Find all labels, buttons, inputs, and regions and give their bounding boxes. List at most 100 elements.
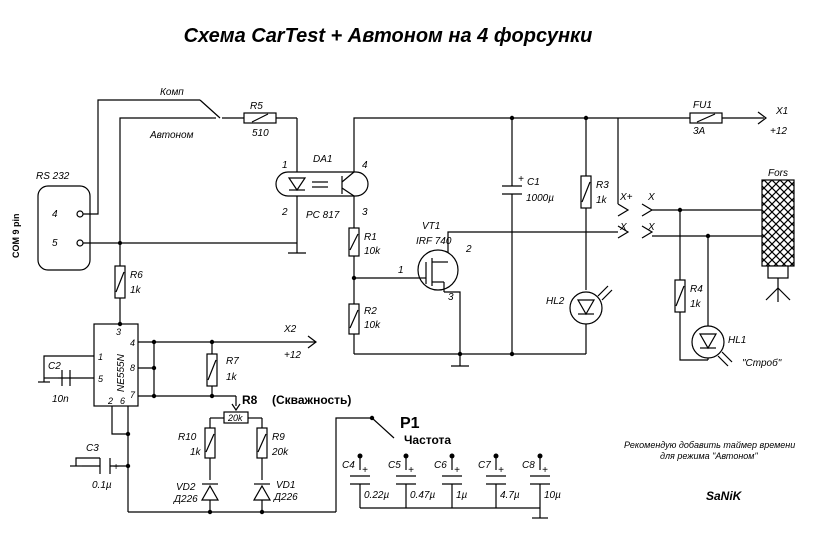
hl1-note: "Строб" <box>742 357 782 369</box>
optocoupler-da1: DA1 PC 817 1 2 3 4 <box>275 154 369 221</box>
mosfet-vt1: VT1 IRF 740 1 2 3 <box>398 221 472 303</box>
ic-pin-3: 3 <box>116 327 121 337</box>
c1-value: 1000µ <box>526 193 554 204</box>
rs232-connector: RS 232 4 5 COM 9 pin <box>11 171 91 271</box>
switch-label-avtonom: Автоном <box>149 130 194 141</box>
fors-label: Fors <box>768 168 788 179</box>
c1-plus: + <box>518 174 524 185</box>
r3-value: 1k <box>596 195 608 206</box>
resistor-r3: R3 1k <box>580 175 609 209</box>
diode-vd2: VD2 Д226 <box>173 482 220 505</box>
led-hl2: HL2 <box>546 285 613 325</box>
r1-name: R1 <box>364 232 377 243</box>
resistor-r1: R1 10k <box>348 227 381 257</box>
resistor-r2: R2 10k <box>348 303 381 335</box>
cap-plus-sign: + <box>454 465 460 476</box>
vt1-name: VT1 <box>422 221 440 232</box>
fu1-name: FU1 <box>693 100 712 111</box>
ic-pin-1: 1 <box>98 352 103 362</box>
x2-name: X2 <box>283 324 297 335</box>
r8-name: R8 <box>242 393 258 407</box>
c2-name: C2 <box>48 361 61 372</box>
cap-value-c5: 0.47µ <box>410 490 435 501</box>
rs232-label: RS 232 <box>36 171 70 182</box>
c3-name: C3 <box>86 443 99 454</box>
ic-pin-5: 5 <box>98 374 104 384</box>
c2-value: 10n <box>52 394 69 405</box>
fu1-value: 3A <box>693 126 706 137</box>
vd2-part: Д226 <box>173 494 198 505</box>
hl2-name: HL2 <box>546 296 565 307</box>
c3-plus: + <box>113 462 119 473</box>
x-label-3: X <box>647 222 655 233</box>
cap-name-c7: C7 <box>478 460 491 471</box>
diode-vd1: VD1 Д226 <box>252 480 298 503</box>
r6-name: R6 <box>130 270 143 281</box>
r8-value: 20k <box>227 413 243 423</box>
author-signature: SaNiK <box>706 489 743 503</box>
ic-name: NE555N <box>116 353 127 392</box>
cap-plus-sign: + <box>542 465 548 476</box>
cap-name-c6: C6 <box>434 460 447 471</box>
da1-pin-4: 4 <box>362 160 368 171</box>
x2-value: +12 <box>284 350 301 361</box>
r7-value: 1k <box>226 372 238 383</box>
capacitor-c3: + C3 0.1µ <box>82 443 119 491</box>
r4-name: R4 <box>690 284 703 295</box>
vd1-part: Д226 <box>273 492 298 503</box>
recommendation-line-2: для режима "Автоном" <box>660 451 758 461</box>
x-plus-label: X+ <box>619 192 633 203</box>
x-label-1: X <box>647 192 655 203</box>
cap-plus-sign: + <box>498 465 504 476</box>
r10-value: 1k <box>190 447 202 458</box>
capacitor-c4: + C4 0.22µ <box>342 460 389 501</box>
da1-pin-1: 1 <box>282 160 288 171</box>
resistor-r6: R6 1k <box>114 243 143 324</box>
da1-pin-3: 3 <box>362 207 368 218</box>
capacitor-c2: C2 10n <box>48 361 71 405</box>
cap-value-c8: 10µ <box>544 490 561 501</box>
capacitor-c6: + C6 1µ <box>434 460 468 501</box>
vd2-name: VD2 <box>176 482 196 493</box>
p1-note: Частота <box>404 433 451 447</box>
vt1-part: IRF 740 <box>416 236 452 247</box>
r5-value: 510 <box>252 128 269 139</box>
vt1-pin-1: 1 <box>398 265 404 276</box>
ic-pin-8: 8 <box>130 363 135 373</box>
fuse-fu1: FU1 3A X1 +12 <box>689 100 788 137</box>
x1-name: X1 <box>775 106 788 117</box>
potentiometer-r8[interactable]: 20k R8 (Скважность) <box>223 393 351 424</box>
da1-pin-2: 2 <box>281 207 288 218</box>
r3-name: R3 <box>596 180 609 191</box>
r2-value: 10k <box>364 320 381 331</box>
capacitor-c7: +C74.7µ <box>478 460 520 501</box>
cap-value-c4: 0.22µ <box>364 490 389 501</box>
wires-power <box>353 117 764 367</box>
schematic-title: Схема CarTest + Автоном на 4 форсунки <box>184 25 593 47</box>
injector-fors: Fors <box>761 168 795 302</box>
cap-name-c4: C4 <box>342 460 355 471</box>
wires-timer <box>38 335 548 519</box>
vt1-pin-2: 2 <box>465 244 472 255</box>
ic-pin-7: 7 <box>130 390 136 400</box>
cap-plus-sign: + <box>362 465 368 476</box>
resistor-r5: R5 510 <box>243 101 277 139</box>
rs232-pin-4: 4 <box>52 209 58 220</box>
cap-value-c6: 1µ <box>456 490 468 501</box>
r6-value: 1k <box>130 285 142 296</box>
ic-pin-6: 6 <box>120 396 125 406</box>
r4-value: 1k <box>690 299 702 310</box>
com-9pin-label: COM 9 pin <box>11 214 21 259</box>
da1-part: PC 817 <box>306 210 340 221</box>
resistor-r7: R7 1k <box>206 353 239 387</box>
led-hl1: HL1 "Строб" <box>691 236 782 369</box>
capacitor-c5: +C50.47µ <box>388 460 435 501</box>
r1-value: 10k <box>364 246 381 257</box>
ic-pin-4: 4 <box>130 338 135 348</box>
r9-value: 20k <box>271 447 289 458</box>
switch-label-komp: Комп <box>160 87 184 98</box>
p1-name: P1 <box>400 415 420 432</box>
